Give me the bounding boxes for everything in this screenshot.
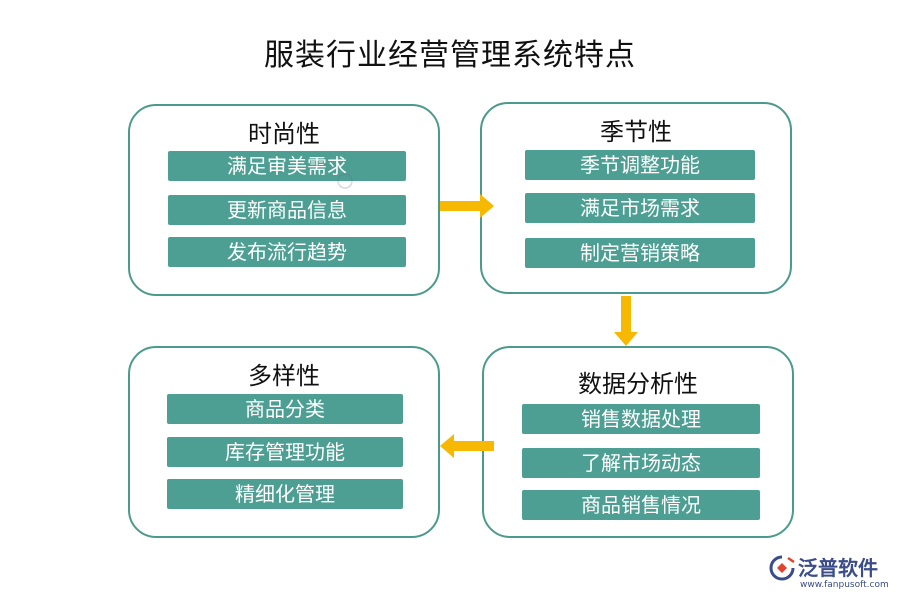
card-seasonal-item: 制定营销策略 [525, 238, 755, 268]
diagram-title: 服装行业经营管理系统特点 [264, 38, 636, 73]
card-diversity: 多样性 商品分类 库存管理功能 精细化管理 [128, 346, 440, 538]
brand-logo: 泛普软件 www.fanpusoft.com [768, 552, 894, 596]
card-fashion-title: 时尚性 [248, 120, 320, 148]
logo-name: 泛普软件 [798, 556, 878, 580]
card-fashion-item: 更新商品信息 [168, 195, 406, 225]
card-data-analysis-item: 商品销售情况 [522, 490, 760, 520]
card-diversity-title: 多样性 [248, 362, 320, 390]
logo-mark-icon [769, 555, 795, 581]
card-fashion: 时尚性 满足审美需求 更新商品信息 发布流行趋势 [128, 104, 440, 296]
card-data-analysis-title: 数据分析性 [578, 370, 698, 398]
card-diversity-item: 精细化管理 [167, 479, 403, 509]
card-diversity-item: 库存管理功能 [167, 437, 403, 467]
arrow-left-icon [440, 434, 494, 458]
arrow-right-icon [440, 194, 494, 218]
card-seasonal-item: 满足市场需求 [525, 193, 755, 223]
logo-url: www.fanpusoft.com [800, 580, 889, 590]
card-seasonal: 季节性 季节调整功能 满足市场需求 制定营销策略 [480, 102, 792, 294]
card-fashion-item: 满足审美需求 [168, 151, 406, 181]
watermark [312, 168, 378, 194]
card-seasonal-title: 季节性 [600, 118, 672, 146]
arrow-down-icon [614, 296, 638, 346]
card-diversity-item: 商品分类 [167, 394, 403, 424]
card-fashion-item: 发布流行趋势 [168, 237, 406, 267]
card-data-analysis-item: 销售数据处理 [522, 404, 760, 434]
card-data-analysis: 数据分析性 销售数据处理 了解市场动态 商品销售情况 [482, 346, 794, 538]
card-seasonal-item: 季节调整功能 [525, 150, 755, 180]
card-data-analysis-item: 了解市场动态 [522, 448, 760, 478]
